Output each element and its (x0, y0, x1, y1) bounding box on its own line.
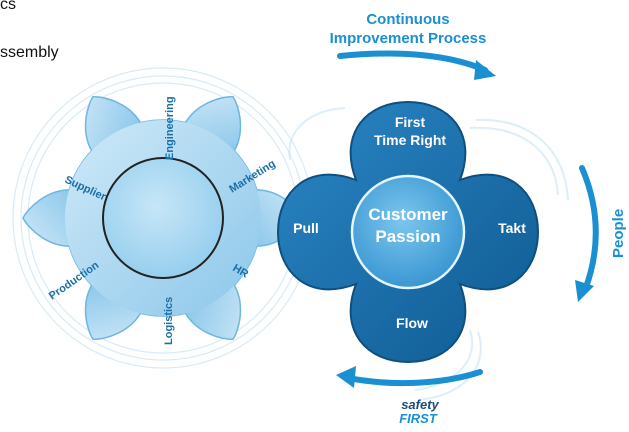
people-label: People (610, 209, 627, 258)
label-logistics: Logistics (163, 297, 175, 345)
top-lobe-label-line-2: Time Right (374, 132, 446, 148)
arrowhead-down (575, 280, 594, 302)
safety-first-logo: safety FIRST (399, 397, 439, 426)
label-engineering: Engineering (164, 96, 176, 160)
customer-passion-hub (350, 174, 466, 290)
people-arrow: People (575, 165, 627, 302)
right-gear: Customer Passion First Time Right Pull T… (276, 100, 569, 401)
top-arrow-label-line-1: Continuous (366, 11, 449, 28)
logo-line-1: safety (401, 397, 439, 412)
right-lobe-label: Takt (498, 220, 526, 236)
top-lobe-label-line-1: First (395, 114, 426, 130)
arrowhead-right (474, 60, 496, 80)
continuous-improvement-arrow: Continuous Improvement Process (330, 11, 496, 80)
left-lobe-label: Pull (293, 220, 319, 236)
arrowhead-left (336, 366, 356, 388)
left-gear: Engineering Marketing Supplier HR Produc… (12, 67, 314, 369)
logo-line-2: FIRST (399, 411, 438, 426)
bottom-return-arrow (336, 366, 483, 388)
cropped-text-line-1: cs (0, 0, 16, 13)
center-label-line-1: Customer (368, 205, 448, 224)
bottom-lobe-label: Flow (396, 315, 428, 331)
center-label-line-2: Passion (375, 227, 440, 246)
cropped-text-line-2: ssembly (0, 44, 59, 61)
top-arrow-label-line-2: Improvement Process (330, 30, 487, 47)
left-gear-hub (102, 157, 224, 279)
